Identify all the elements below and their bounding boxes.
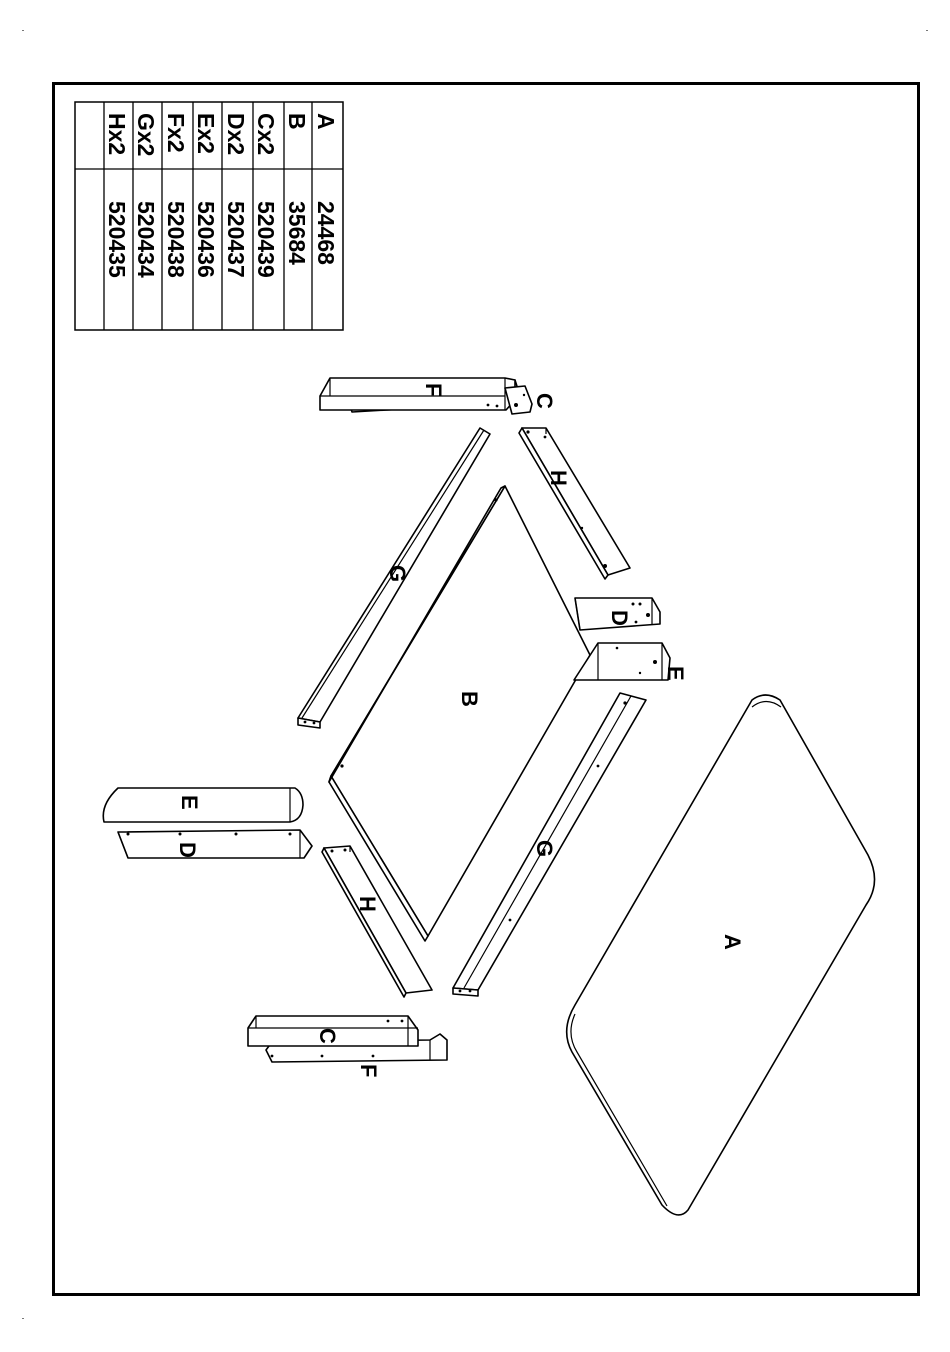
label-c-top: C (532, 393, 557, 409)
table-code-cell: 24468 (313, 201, 339, 265)
label-c-bottom: C (315, 1028, 340, 1044)
part-f-c-top: F C (320, 378, 557, 414)
part-c-f-bottom: C F (248, 1016, 447, 1077)
label-d-right: D (607, 610, 632, 626)
parts-table: A 24468 B 35684 Cx2 520439 Dx2 520437 Ex… (75, 102, 343, 330)
table-code-cell: 520436 (193, 201, 219, 278)
label-d-left: D (175, 842, 200, 858)
table-part-cell: Ex2 (193, 113, 219, 154)
label-b: B (457, 691, 482, 707)
label-f-bottom: F (356, 1064, 381, 1077)
table-code-cell: 520434 (133, 201, 159, 278)
table-code-cell: 35684 (284, 201, 310, 265)
table-part-cell: Hx2 (104, 113, 130, 155)
table-code-cell: 520439 (253, 201, 279, 278)
label-e-right: E (663, 666, 688, 681)
label-a: A (720, 934, 745, 950)
part-e-right: E (574, 643, 688, 681)
part-d-left: D (118, 830, 312, 858)
table-part-cell: Gx2 (133, 113, 159, 156)
table-code-cell: 520437 (223, 201, 249, 278)
label-f-top: F (421, 383, 446, 396)
table-code-cell: 520435 (104, 201, 130, 278)
label-e-left: E (177, 795, 202, 810)
table-part-cell: B (284, 113, 310, 130)
label-g-bottom: G (532, 840, 557, 857)
part-d-right: D (575, 598, 660, 630)
table-part-cell: A (313, 113, 339, 130)
table-code-cell: 520438 (163, 201, 189, 278)
table-part-cell: Cx2 (253, 113, 279, 155)
label-h-top: H (546, 470, 571, 486)
table-part-cell: Fx2 (163, 113, 189, 153)
part-b-panel: B (329, 486, 590, 941)
table-part-cell: Dx2 (223, 113, 249, 155)
part-a-tabletop: A (567, 695, 875, 1215)
part-e-left: E (103, 788, 303, 822)
label-h-bottom: H (355, 896, 380, 912)
label-g-top: G (385, 565, 410, 582)
